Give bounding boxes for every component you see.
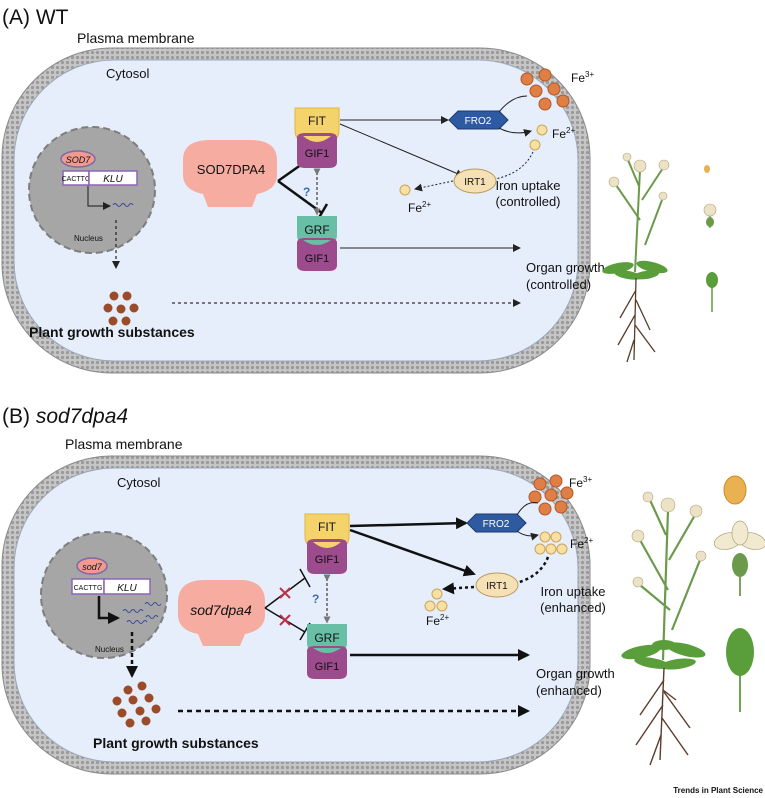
panel-a-fe3-ions bbox=[520, 68, 570, 111]
panel-a-fit-to-irt1-arrow bbox=[339, 123, 464, 177]
panel-a-gif1-bottom-protein bbox=[297, 238, 337, 271]
panel-b-mrna bbox=[122, 602, 162, 624]
panel-a-fe2-ion-left bbox=[399, 184, 411, 196]
panel-b-gif1-top-protein bbox=[307, 539, 347, 574]
panel-a-sod7dpa4-protein bbox=[183, 140, 277, 207]
panel-b-fe2-ions-right bbox=[534, 531, 568, 555]
panel-b-sod7dpa4-protein bbox=[178, 580, 265, 646]
panel-b-fro2-label: FRO2 bbox=[483, 519, 510, 530]
panel-b-growth-substance-dots bbox=[112, 681, 161, 728]
panel-a-fit-label: FIT bbox=[308, 114, 327, 128]
panel-a-sod7-gene bbox=[60, 150, 96, 168]
panel-a-gif1-top-label: GIF1 bbox=[305, 148, 329, 160]
panel-b-promoter-label: CACTTG bbox=[74, 585, 103, 592]
panel-b-iron-uptake-line1: Iron uptake bbox=[540, 584, 605, 599]
panel-a-plasma-membrane-label: Plasma membrane bbox=[77, 30, 195, 46]
panel-a-cytosol-label: Cytosol bbox=[106, 66, 149, 81]
panel-a-fro2-label: FRO2 bbox=[465, 116, 492, 127]
panel-b-irt1-protein bbox=[475, 572, 519, 598]
panel-a-grf-protein bbox=[297, 216, 337, 244]
panel-a-fe2-right-label: Fe2+ bbox=[552, 126, 575, 141]
panel-b-nucleus bbox=[40, 531, 168, 659]
panel-b-klu-box bbox=[103, 578, 151, 595]
panel-b-fe3-label: Fe3+ bbox=[569, 475, 592, 490]
panel-b-gif1-top-label: GIF1 bbox=[315, 554, 339, 566]
panel-b-cytosol bbox=[13, 467, 579, 763]
panel-a: (A) WT Plasma membrane Cytosol SOD7 CACT… bbox=[1, 6, 718, 374]
panel-b-grf-protein bbox=[307, 624, 347, 652]
panel-b-iron-uptake-line2: (enhanced) bbox=[540, 600, 606, 615]
panel-b-fe2-ions-left bbox=[424, 588, 448, 612]
panel-b-grf-label: GRF bbox=[314, 631, 339, 645]
panel-b-plant-illustration bbox=[621, 475, 765, 766]
panel-a-cytosol bbox=[13, 59, 579, 362]
panel-a-grf-label: GRF bbox=[304, 223, 329, 237]
panel-a-fe2-ions-right bbox=[529, 124, 548, 151]
panel-b-title: (B) sod7dpa4 bbox=[2, 405, 128, 428]
panel-b-grf-cup bbox=[313, 648, 341, 653]
panel-a-fro2-protein bbox=[448, 110, 509, 130]
panel-b-transcription-arrow bbox=[97, 596, 120, 624]
panel-a-irt1-protein bbox=[453, 168, 497, 194]
panel-b-growth-substances-label: Plant growth substances bbox=[93, 735, 259, 751]
panel-b-fit-to-fro2-arrow bbox=[349, 517, 468, 530]
panel-b-fe3-ions bbox=[528, 474, 574, 516]
panel-b-sod7-gene bbox=[76, 557, 108, 575]
panel-b-fe2-right-label: Fe2+ bbox=[570, 536, 593, 551]
panel-a-iron-uptake-line1: Iron uptake bbox=[495, 178, 560, 193]
panel-b-fit-cup bbox=[313, 542, 341, 548]
panel-b-cytosol-label: Cytosol bbox=[117, 475, 160, 490]
panel-a-reduction-arrow bbox=[498, 95, 531, 133]
panel-a-transcription-arrow bbox=[87, 186, 111, 210]
panel-a-grf-cup bbox=[303, 240, 331, 245]
panel-a-fe3-label: Fe3+ bbox=[571, 70, 594, 85]
panel-b-sod7dpa4-label: sod7dpa4 bbox=[190, 602, 252, 618]
panel-b-reduction-arrow bbox=[516, 502, 538, 536]
panel-b-question-mark: ? bbox=[312, 592, 319, 606]
panel-b-fe2-left-label: Fe2+ bbox=[426, 613, 449, 628]
panel-a-title: (A) WT bbox=[2, 6, 69, 29]
panel-a-growth-substances-label: Plant growth substances bbox=[29, 324, 195, 340]
panel-b-fit-label: FIT bbox=[318, 520, 337, 534]
panel-a-klu-box bbox=[88, 170, 138, 186]
panel-b-fit-to-irt1-arrow bbox=[349, 528, 476, 577]
panel-a-gif1-top-protein bbox=[297, 133, 337, 168]
panel-b-inhibit-fit-bar bbox=[299, 568, 311, 588]
panel-b-gif1-bottom-label: GIF1 bbox=[315, 661, 339, 673]
panel-b: (B) sod7dpa4 Plasma membrane Cytosol sod… bbox=[1, 405, 765, 775]
panel-b-gif1-bottom-protein bbox=[307, 646, 347, 679]
panel-b-irt1-label: IRT1 bbox=[486, 581, 508, 592]
panel-b-irt1-import-arrow bbox=[442, 582, 475, 595]
panel-b-sod7-label: sod7 bbox=[82, 562, 103, 572]
panel-b-nucleus-label: Nucleus bbox=[95, 645, 124, 654]
journal-credit: Trends in Plant Science bbox=[673, 786, 763, 795]
panel-a-sod7dpa4-label: SOD7DPA4 bbox=[197, 162, 265, 177]
panel-b-organ-growth-line2: (enhanced) bbox=[536, 683, 602, 698]
panel-a-iron-uptake-line2: (controlled) bbox=[495, 194, 560, 209]
panel-a-question-mark: ? bbox=[303, 185, 310, 199]
panel-b-organ-growth-line1: Organ growth bbox=[536, 666, 615, 681]
panel-a-fe2-left-label: Fe2+ bbox=[408, 200, 431, 215]
panel-a-klu-label: KLU bbox=[103, 174, 123, 185]
panel-a-plant-illustration bbox=[602, 152, 718, 363]
panel-b-fro2-protein bbox=[466, 513, 527, 533]
panel-a-irt1-label: IRT1 bbox=[464, 177, 486, 188]
panel-a-nucleus-label: Nucleus bbox=[74, 234, 103, 243]
panel-a-irt1-import-arrow bbox=[414, 180, 454, 192]
panel-a-mrna bbox=[112, 203, 134, 207]
panel-b-plasma-membrane-label: Plasma membrane bbox=[65, 436, 183, 452]
panel-a-sod7-label: SOD7 bbox=[66, 155, 92, 165]
panel-a-organ-growth-line1: Organ growth bbox=[526, 260, 605, 275]
panel-a-organ-growth-line2: (controlled) bbox=[526, 277, 591, 292]
panel-a-promoter-label: CACTTG bbox=[62, 176, 91, 183]
panel-b-klu-label: KLU bbox=[117, 583, 137, 594]
panel-b-blocked-x-marks bbox=[279, 587, 291, 626]
panel-a-gif1-bottom-label: GIF1 bbox=[305, 253, 329, 265]
panel-a-growth-substance-dots bbox=[103, 291, 139, 326]
panel-a-fit-cup bbox=[303, 136, 331, 142]
